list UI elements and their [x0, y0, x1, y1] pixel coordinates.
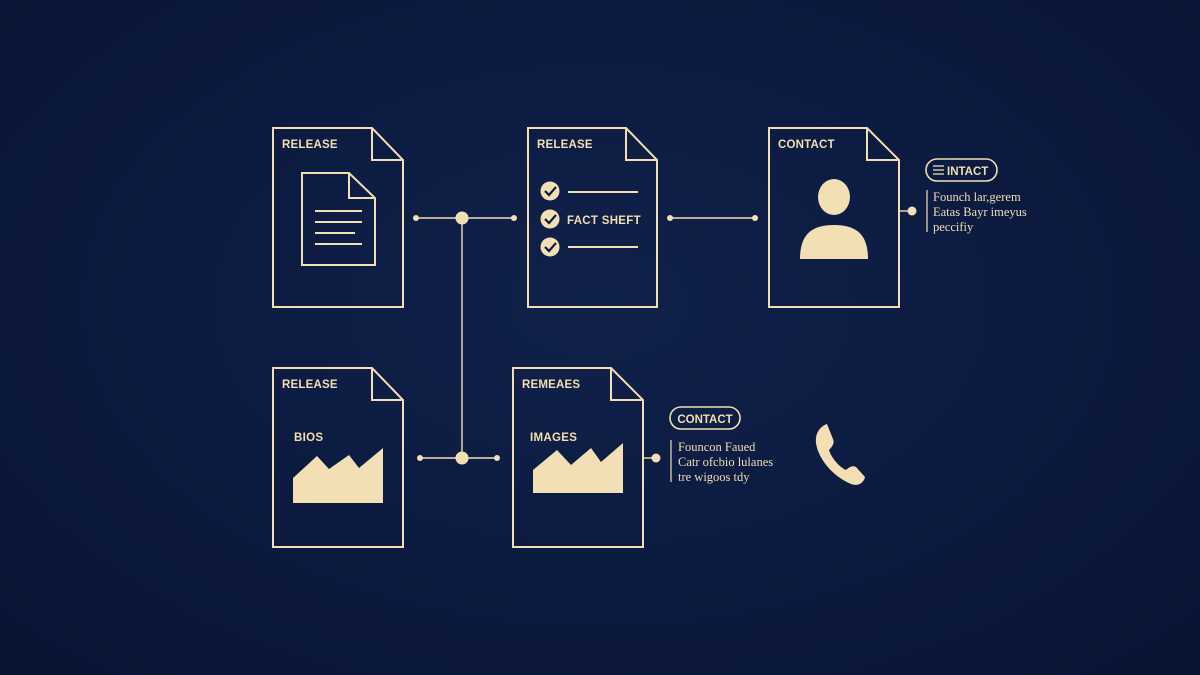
- lines-icon: [933, 165, 944, 175]
- person-icon: [800, 179, 868, 259]
- images-note-line-3: tre wigoos tdy: [678, 470, 750, 484]
- contact-badge-label: CONTACT: [677, 414, 732, 426]
- document-label: RELEASE: [282, 139, 338, 151]
- connector-nodes: [413, 206, 917, 465]
- document-release-top-left: RELEASE: [272, 127, 404, 308]
- mountain-chart-icon: [533, 443, 623, 493]
- document-label: REMEAES: [522, 379, 580, 391]
- intact-badge-label: INTACT: [947, 166, 988, 178]
- contact-note: Founch lar,gerem Eatas Bayr imeyus pecci…: [926, 190, 1027, 234]
- fact-sheet-label: FACT SHEFT: [567, 215, 641, 227]
- check-icon: [540, 237, 560, 257]
- check-icon: [540, 181, 560, 201]
- images-note-line-2: Catr ofcbio lulanes: [678, 455, 773, 469]
- contact-badge: CONTACT: [669, 406, 741, 430]
- images-note-line-1: Founcon Faued: [678, 440, 756, 454]
- checklist-icon: [540, 181, 638, 257]
- contact-note-line-1: Founch lar,gerem: [933, 190, 1021, 204]
- mountain-chart-icon: [293, 448, 383, 503]
- images-label: IMAGES: [530, 432, 577, 444]
- document-label: RELEASE: [282, 379, 338, 391]
- junction-node-bottom: [455, 451, 469, 465]
- document-label: CONTACT: [778, 139, 835, 151]
- contact-note-line-3: peccifiy: [933, 220, 974, 234]
- document-release-bios: RELEASE BIOS: [272, 367, 404, 548]
- intact-badge: INTACT: [925, 158, 998, 182]
- phone-icon: [815, 424, 865, 485]
- check-icon: [540, 209, 560, 229]
- images-note: Founcon Faued Catr ofcbio lulanes tre wi…: [670, 440, 773, 484]
- junction-node-top: [455, 211, 469, 225]
- contact-note-line-2: Eatas Bayr imeyus: [933, 205, 1027, 219]
- document-release-fact-sheet: RELEASE FACT SHEFT: [527, 127, 658, 308]
- document-images: REMEAES IMAGES: [512, 367, 644, 548]
- bios-label: BIOS: [294, 432, 323, 444]
- document-label: RELEASE: [537, 139, 593, 151]
- contact-note-node: [907, 206, 917, 216]
- document-contact: CONTACT: [768, 127, 900, 308]
- images-note-node: [651, 453, 661, 463]
- document-icon: [301, 172, 376, 266]
